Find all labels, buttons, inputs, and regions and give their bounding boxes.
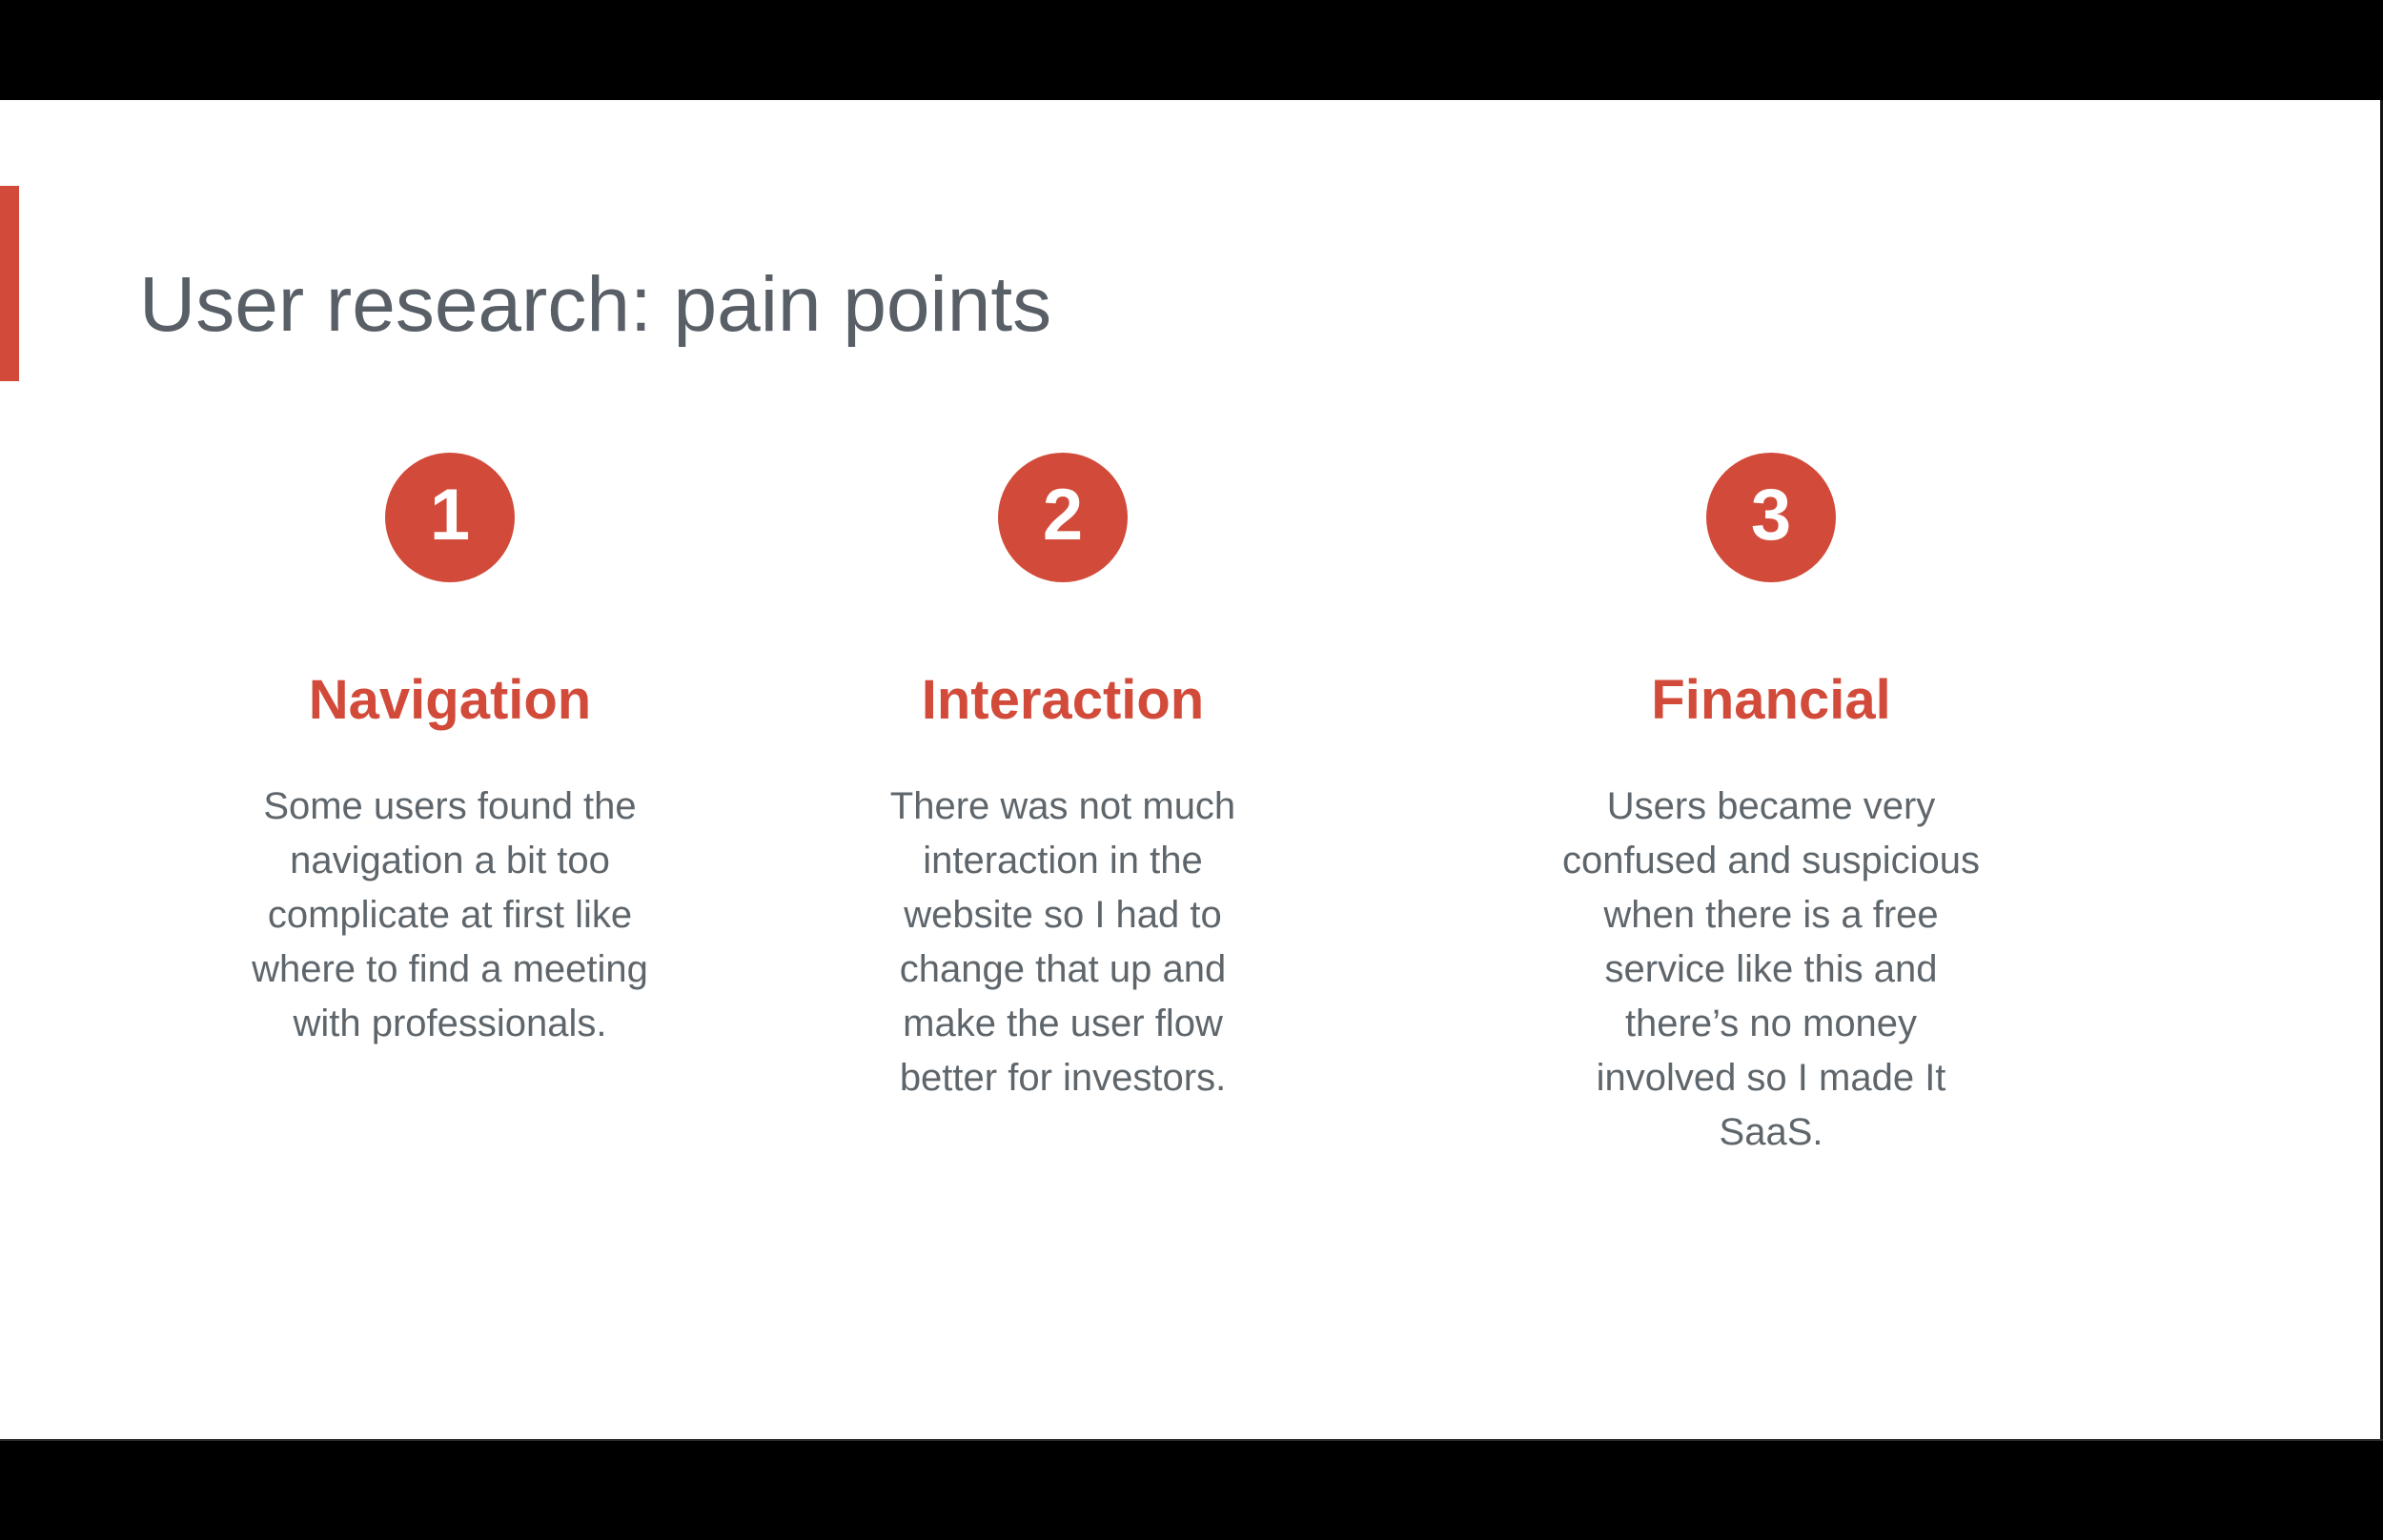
- column-3-body: Users became very confused and suspiciou…: [1561, 785, 1981, 1153]
- letterbox-top: [0, 0, 2383, 102]
- column-2-body: There was not much interaction in the we…: [889, 785, 1236, 1099]
- slide-canvas: User research: pain points 1 Navigation …: [0, 100, 2383, 1439]
- pain-point-column-2: 2 Interaction There was not much interac…: [796, 100, 1330, 1439]
- step-3-badge: 3: [1706, 453, 1836, 582]
- column-1-heading: Navigation: [308, 669, 592, 731]
- step-3-number: 3: [1750, 475, 1792, 556]
- column-1-body: Some users found the navigation a bit to…: [252, 785, 648, 1044]
- step-2-badge: 2: [998, 453, 1128, 582]
- pain-point-column-3: 3 Financial Users became very confused a…: [1504, 100, 2038, 1439]
- step-1-badge: 1: [385, 453, 515, 582]
- accent-bar: [0, 186, 19, 381]
- letterbox-bottom: [0, 1439, 2383, 1540]
- pain-point-column-1: 1 Navigation Some users found the naviga…: [183, 100, 717, 1439]
- step-2-number: 2: [1042, 475, 1084, 556]
- page-title: User research: pain points: [139, 261, 1052, 348]
- column-3-heading: Financial: [1651, 669, 1891, 731]
- step-1-number: 1: [429, 475, 471, 556]
- column-2-heading: Interaction: [921, 669, 1205, 731]
